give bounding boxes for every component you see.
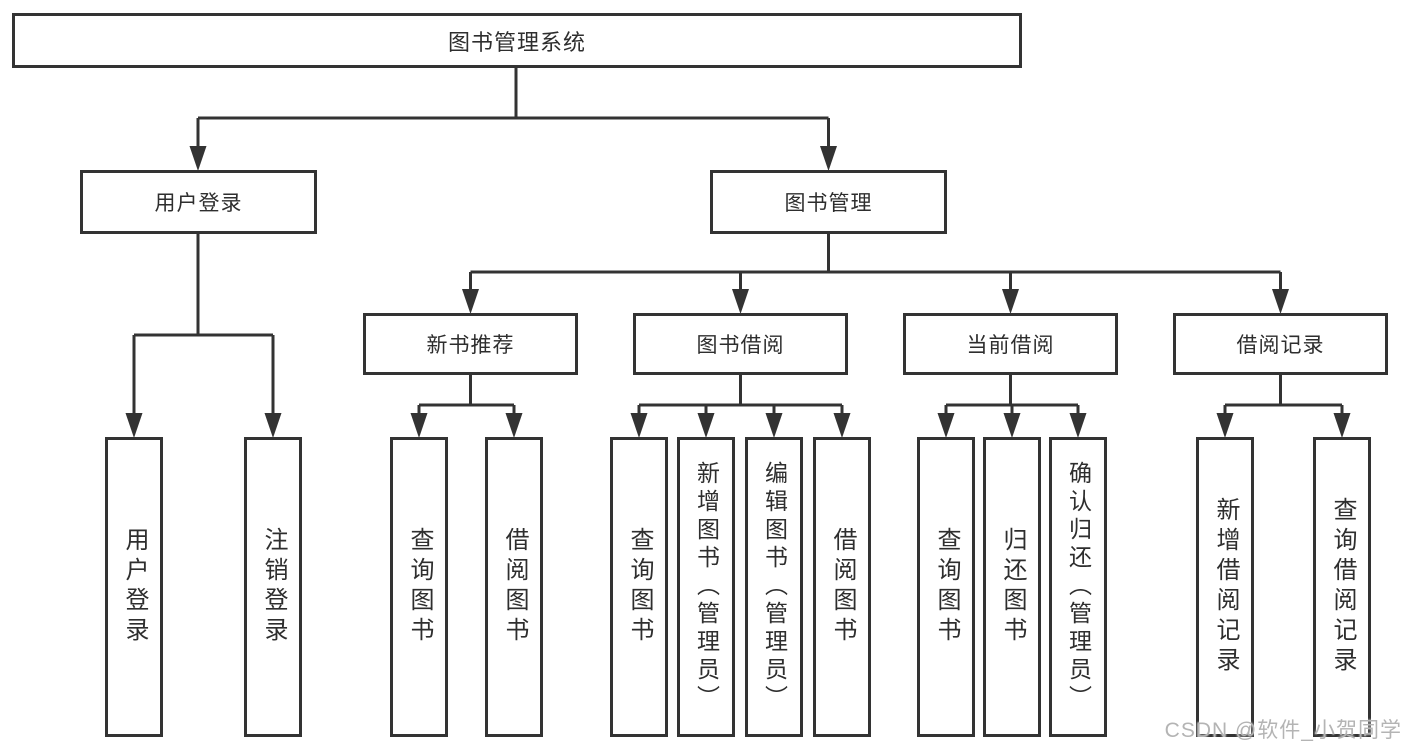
leaf-add-borrow-record: 新增借阅记录 <box>1196 437 1254 737</box>
leaf-query-books-borrow: 查询图书 <box>610 437 668 737</box>
connector-current-to-leaves <box>937 375 1087 438</box>
leaf-query-books-recommend: 查询图书 <box>390 437 448 737</box>
node-label: 图书管理 <box>784 192 873 215</box>
connector-root-to-level2 <box>189 68 837 171</box>
leaf-borrow-books: 借阅图书 <box>813 437 871 737</box>
node-root-system: 图书管理系统 <box>12 13 1022 68</box>
leaf-label: 查询图书 <box>626 527 653 647</box>
node-user-login: 用户登录 <box>80 170 317 234</box>
leaf-borrow-books-recommend: 借阅图书 <box>485 437 543 737</box>
leaf-label: 编辑图书（管理员） <box>761 461 788 713</box>
leaf-label: 借阅图书 <box>501 527 528 647</box>
node-book-management: 图书管理 <box>710 170 947 234</box>
leaf-label: 归还图书 <box>999 527 1026 647</box>
node-book-borrow: 图书借阅 <box>633 313 848 375</box>
connector-userlogin-to-leaves <box>125 234 282 438</box>
csdn-watermark: CSDN @软件_小贺同学 <box>1164 719 1402 742</box>
leaf-edit-books-admin: 编辑图书（管理员） <box>745 437 803 737</box>
node-root-label: 图书管理系统 <box>447 29 586 55</box>
node-new-book-recommend: 新书推荐 <box>363 313 578 375</box>
leaf-return-books: 归还图书 <box>983 437 1041 737</box>
leaf-label: 确认归还（管理员） <box>1065 461 1092 713</box>
leaf-user-login: 用户登录 <box>105 437 163 737</box>
connector-borrow-to-leaves <box>630 375 851 438</box>
leaf-confirm-return-admin: 确认归还（管理员） <box>1049 437 1107 737</box>
node-label: 用户登录 <box>154 192 243 215</box>
leaf-label: 借阅图书 <box>829 527 856 647</box>
node-label: 图书借阅 <box>696 334 785 357</box>
node-label: 借阅记录 <box>1236 334 1325 357</box>
leaf-label: 新增图书（管理员） <box>693 461 720 713</box>
leaf-query-books-current: 查询图书 <box>917 437 975 737</box>
leaf-query-borrow-record: 查询借阅记录 <box>1313 437 1371 737</box>
leaf-add-books-admin: 新增图书（管理员） <box>677 437 735 737</box>
leaf-label: 新增借阅记录 <box>1212 497 1239 677</box>
leaf-label: 查询借阅记录 <box>1329 497 1356 677</box>
connector-records-to-leaves <box>1216 375 1351 438</box>
leaf-label: 查询图书 <box>406 527 433 647</box>
node-label: 新书推荐 <box>426 334 515 357</box>
leaf-label: 查询图书 <box>933 527 960 647</box>
connector-bookmgmt-to-level3 <box>462 234 1289 314</box>
leaf-logout: 注销登录 <box>244 437 302 737</box>
connector-newbooks-to-leaves <box>410 375 523 438</box>
node-label: 当前借阅 <box>966 334 1055 357</box>
leaf-label: 用户登录 <box>121 527 148 647</box>
node-borrow-records: 借阅记录 <box>1173 313 1388 375</box>
node-current-borrow: 当前借阅 <box>903 313 1118 375</box>
leaf-label: 注销登录 <box>260 527 287 647</box>
